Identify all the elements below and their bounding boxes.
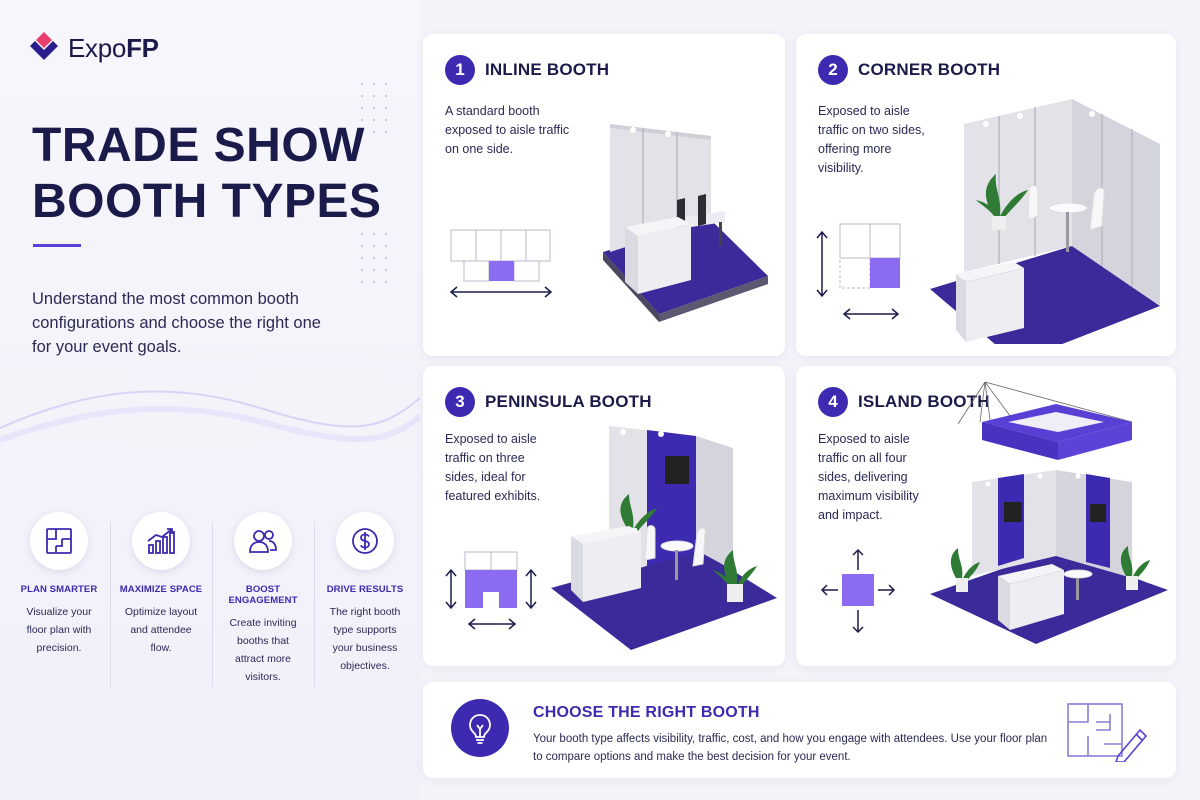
- booth-card-peninsula: 3 PENINSULA BOOTH Exposed to aisle traff…: [423, 366, 785, 666]
- booth-card-inline: 1 INLINE BOOTH A standard booth exposed …: [423, 34, 785, 356]
- feature-maximize-space: MAXIMIZE SPACE Optimize layout and atten…: [110, 512, 212, 687]
- booth-card-corner: 2 CORNER BOOTH Exposed to aisle traffic …: [796, 34, 1176, 356]
- booth-description: Exposed to aisle traffic on all four sid…: [818, 432, 919, 522]
- feature-boost-engagement: BOOST ENGAGEMENT Create inviting booths …: [212, 512, 314, 687]
- feature-desc: Optimize layout and attendee flow.: [124, 606, 198, 654]
- cta-title: CHOOSE THE RIGHT BOOTH: [533, 704, 760, 721]
- floor-plan-icon: [30, 512, 88, 570]
- page-title: TRADE SHOW BOOTH TYPES: [32, 118, 382, 230]
- feature-title: DRIVE RESULTS: [326, 584, 404, 595]
- booth-number-badge: 4: [818, 387, 848, 417]
- feature-title: PLAN SMARTER: [20, 584, 98, 595]
- corner-floor-plan-diagram: [816, 223, 901, 320]
- booth-title: ISLAND BOOTH: [858, 392, 990, 411]
- page-subtitle: Understand the most common booth configu…: [32, 289, 321, 356]
- dollar-icon: [336, 512, 394, 570]
- corner-booth-illustration: [930, 99, 1160, 344]
- brand-logo[interactable]: ExpoFP: [28, 30, 159, 66]
- booth-description: Exposed to aisle traffic on two sides, o…: [818, 104, 925, 175]
- feature-desc: Visualize your floor plan with precision…: [26, 606, 92, 654]
- cta-body: Your booth type affects visibility, traf…: [533, 733, 1048, 763]
- booth-title: CORNER BOOTH: [858, 60, 1001, 79]
- booth-number-badge: 1: [445, 55, 475, 85]
- decorative-dots-bottom: [356, 228, 396, 288]
- peninsula-booth-illustration: [551, 426, 777, 650]
- booth-number-badge: 2: [818, 55, 848, 85]
- expofp-logo-icon: [30, 32, 58, 60]
- chart-growth-icon: [132, 512, 190, 570]
- feature-title: BOOST ENGAGEMENT: [228, 584, 298, 606]
- feature-list: PLAN SMARTER Visualize your floor plan w…: [8, 512, 416, 687]
- feature-desc: The right booth type supports your busin…: [329, 606, 401, 672]
- feature-plan-smarter: PLAN SMARTER Visualize your floor plan w…: [8, 512, 110, 686]
- lightbulb-icon: [451, 699, 509, 757]
- booth-title: INLINE BOOTH: [485, 60, 610, 79]
- booth-description: Exposed to aisle traffic on three sides,…: [445, 432, 541, 503]
- feature-title: MAXIMIZE SPACE: [119, 584, 203, 595]
- brand-name: ExpoFP: [68, 32, 159, 63]
- island-floor-plan-diagram: [820, 548, 896, 634]
- title-line-2: BOOTH TYPES: [32, 175, 382, 228]
- booth-number-badge: 3: [445, 387, 475, 417]
- peninsula-floor-plan-diagram: [445, 551, 537, 630]
- decorative-dots-top: [356, 78, 396, 138]
- title-divider: [33, 244, 81, 247]
- feature-desc: Create inviting booths that attract more…: [229, 617, 297, 683]
- floor-plan-pencil-icon: [1067, 703, 1148, 762]
- title-line-1: TRADE SHOW: [32, 119, 365, 172]
- people-icon: [234, 512, 292, 570]
- island-booth-illustration: [930, 381, 1168, 644]
- feature-drive-results: DRIVE RESULTS The right booth type suppo…: [314, 512, 416, 687]
- inline-floor-plan-diagram: [449, 229, 553, 298]
- inline-booth-illustration: [603, 124, 768, 322]
- booth-title: PENINSULA BOOTH: [485, 392, 652, 411]
- booth-description: A standard booth exposed to aisle traffi…: [445, 104, 570, 156]
- cta-card: CHOOSE THE RIGHT BOOTH Your booth type a…: [423, 682, 1176, 778]
- booth-card-island: 4 ISLAND BOOTH Exposed to aisle traffic …: [796, 366, 1176, 666]
- left-panel-background: [0, 0, 420, 800]
- decorative-wave: [0, 390, 420, 443]
